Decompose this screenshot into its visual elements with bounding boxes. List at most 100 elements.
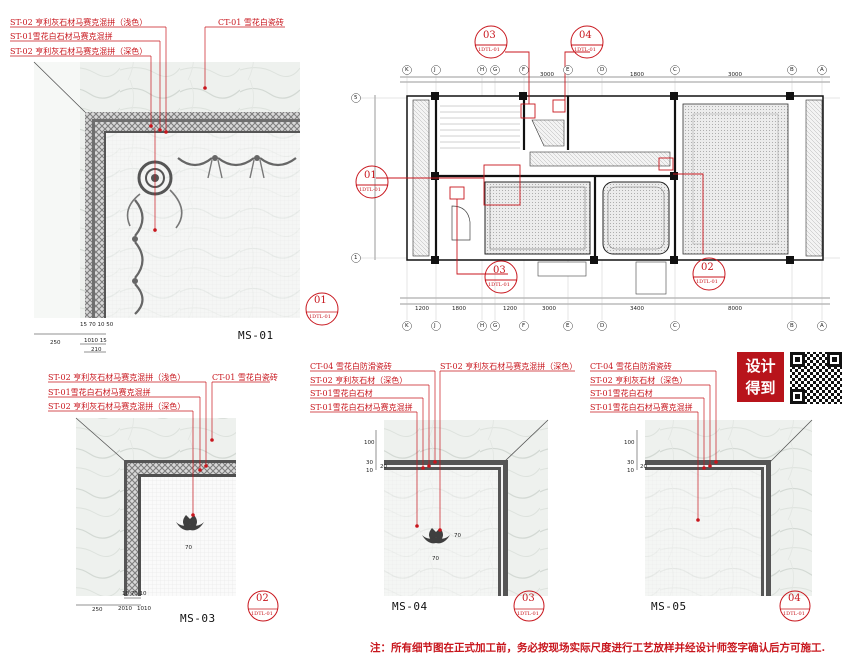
ms01-drawing <box>33 61 300 318</box>
ms04-dim-e: 70 <box>454 533 461 539</box>
plan-callout-4-num: 03 <box>493 265 506 276</box>
ms01-dim-mid2: 1010 15 <box>84 338 107 344</box>
ms05-ref-num: 04 <box>788 593 801 604</box>
ms03-label-1: ST-02 亨利灰石材马赛克混拼（浅色） <box>48 373 186 382</box>
ms04-drawing <box>384 419 549 596</box>
brand-line-2: 得到 <box>745 379 776 397</box>
ms05-title: MS-05 <box>651 600 687 613</box>
ms03-dim-c: 2010 <box>118 606 132 612</box>
plan-dim-top-3: 3000 <box>728 72 742 78</box>
grid-top-k: K <box>405 67 409 73</box>
grid-bot-d: D <box>600 323 605 329</box>
ms03-label-4: CT-01 雪花白瓷砖 <box>212 373 278 382</box>
grid-bot-e: E <box>566 323 570 329</box>
grid-bot-g: G <box>493 323 498 329</box>
ms05-ref-code: 1DTL-01 <box>783 611 805 617</box>
brand-logo: 设计 得到 <box>737 352 784 402</box>
ms03-label-2: ST-01雪花白石材马赛克混拼 <box>48 388 151 397</box>
grid-bot-c: C <box>673 323 677 329</box>
ms01-ref-code: 1DTL-01 <box>309 314 331 320</box>
plan-dim-bot-1: 1200 <box>415 306 429 312</box>
grid-top-e: E <box>566 67 570 73</box>
ms01-label-2: ST-01雪花白石材马赛克混拼 <box>10 32 113 41</box>
ms01-ref-circle <box>305 292 339 326</box>
ms04-dim-f: 70 <box>432 556 439 562</box>
grid-bot-h: H <box>480 323 485 329</box>
plan-callout-5-code: 1DTL-01 <box>696 279 718 285</box>
ms01-title: MS-01 <box>238 329 274 342</box>
ms03-ref-code: 1DTL-01 <box>251 611 273 617</box>
ms01-dim-mid: 250 <box>50 340 61 346</box>
grid-top-b: B <box>790 67 794 73</box>
grid-bot-j: J <box>434 323 436 329</box>
grid-bot-f: F <box>522 323 526 329</box>
ms05-label-1: CT-04 雪花白防滑瓷砖 <box>590 362 672 371</box>
ms01-label-1: ST-02 亨利灰石材马赛克混拼（浅色） <box>10 18 148 27</box>
ms04-label-1: CT-04 雪花白防滑瓷砖 <box>310 362 392 371</box>
ms03-dim-b: 250 <box>92 607 103 613</box>
ms05-label-2: ST-02 亨利灰石材（深色） <box>590 376 688 385</box>
ms04-dim-d: 20 <box>380 464 387 470</box>
plan-callout-3-num: 01 <box>364 170 377 181</box>
plan-dim-bot-6: 8000 <box>728 306 742 312</box>
ms03-label-3: ST-02 亨利灰石材马赛克混拼（深色） <box>48 402 186 411</box>
grid-top-g: G <box>493 67 498 73</box>
plan-callout-2-code: 1DTL-01 <box>574 47 596 53</box>
plan-dim-bot-5: 3400 <box>630 306 644 312</box>
ms05-drawing <box>645 419 813 596</box>
ms03-drawing <box>75 417 236 596</box>
ms04-ref-code: 1DTL-01 <box>517 611 539 617</box>
plan-dim-bot-4: 3000 <box>542 306 556 312</box>
plan-callout-4-code: 1DTL-01 <box>488 282 510 288</box>
grid-side-5: 5 <box>354 95 358 101</box>
grid-top-c: C <box>673 67 677 73</box>
ms04-title: MS-04 <box>392 600 428 613</box>
plan-dim-bot-2: 1800 <box>452 306 466 312</box>
grid-bot-b: B <box>790 323 794 329</box>
ms04-label-5: ST-02 亨利灰石材马赛克混拼（深色） <box>440 362 578 371</box>
ms03-ref-num: 02 <box>256 593 269 604</box>
ms04-dim-a: 100 <box>364 440 375 446</box>
ms01-leaders <box>10 26 285 232</box>
plan-callout-1-num: 03 <box>483 30 496 41</box>
plan-dim-top-2: 1800 <box>630 72 644 78</box>
ms03-title: MS-03 <box>180 612 216 625</box>
ms03-dim-d: 1010 <box>137 606 151 612</box>
grid-top-a: A <box>820 67 824 73</box>
grid-top-j: J <box>434 67 436 73</box>
ms05-dim-c: 10 <box>627 468 634 474</box>
qr-code <box>790 352 842 404</box>
ms01-label-3: ST-02 亨利灰石材马赛克混拼（深色） <box>10 47 148 56</box>
ms01-dim-bot: 210 <box>91 347 102 353</box>
plan-callout-1-code: 1DTL-01 <box>478 47 500 53</box>
ms04-label-4: ST-01雪花白石材马赛克混拼 <box>310 403 413 412</box>
ms04-label-3: ST-01雪花白石材 <box>310 389 373 398</box>
plan-callout-3-code: 1DTL-01 <box>359 187 381 193</box>
ms05-label-4: ST-01雪花白石材马赛克混拼 <box>590 403 693 412</box>
grid-top-d: D <box>600 67 605 73</box>
grid-bot-a: A <box>820 323 824 329</box>
ms03-dim-a: 10 70 10 <box>122 591 147 597</box>
plan-callouts <box>355 25 726 294</box>
ms05-dim-a: 100 <box>624 440 635 446</box>
ms05-label-3: ST-01雪花白石材 <box>590 389 653 398</box>
ms03-dim-e: 70 <box>185 545 192 551</box>
ms01-dim-top: 15 70 10 50 <box>80 322 114 328</box>
grid-side-1: 1 <box>354 255 358 261</box>
plan-dim-bot-3: 1200 <box>503 306 517 312</box>
construction-note: 注：所有细节图在正式加工前，务必按现场实际尺度进行工艺放样并经设计师签字确认后方… <box>370 642 826 654</box>
grid-top-f: F <box>522 67 526 73</box>
brand-line-1: 设计 <box>745 357 776 375</box>
floor-plan <box>360 51 840 320</box>
ms01-label-4: CT-01 雪花白瓷砖 <box>218 18 284 27</box>
ms04-dim-c: 10 <box>366 468 373 474</box>
ms04-label-2: ST-02 亨利灰石材（深色） <box>310 376 408 385</box>
plan-callout-2-num: 04 <box>579 30 592 41</box>
ms05-dim-b: 30 <box>627 460 634 466</box>
plan-dim-top-1: 3000 <box>540 72 554 78</box>
ms04-dim-b: 30 <box>366 460 373 466</box>
grid-top-h: H <box>480 67 485 73</box>
plan-callout-5-num: 02 <box>701 262 714 273</box>
ms01-ref-num: 01 <box>314 295 327 306</box>
